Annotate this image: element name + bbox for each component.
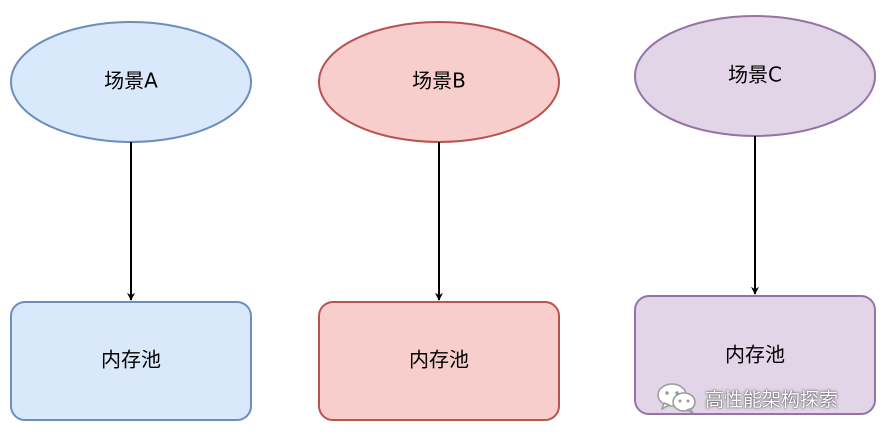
- scene-b-label: 场景B: [412, 69, 466, 93]
- scene-a-group: 场景A 内存池: [10, 21, 252, 421]
- wechat-icon: [657, 383, 696, 414]
- watermark-text: 高性能架构探索: [705, 388, 839, 411]
- scene-a-label: 场景A: [104, 69, 158, 93]
- pool-a-box[interactable]: [10, 301, 252, 421]
- pool-c-label: 内存池: [725, 343, 785, 367]
- pool-b-box[interactable]: [318, 301, 560, 421]
- pool-a-label: 内存池: [101, 348, 161, 372]
- watermark: 高性能架构探索: [655, 381, 838, 415]
- pool-b-label: 内存池: [409, 348, 469, 372]
- scene-c-label: 场景C: [728, 63, 782, 87]
- scene-c-group: 场景C 内存池: [634, 15, 876, 415]
- scene-b-group: 场景B 内存池: [318, 21, 560, 421]
- pool-c-box[interactable]: [634, 295, 876, 415]
